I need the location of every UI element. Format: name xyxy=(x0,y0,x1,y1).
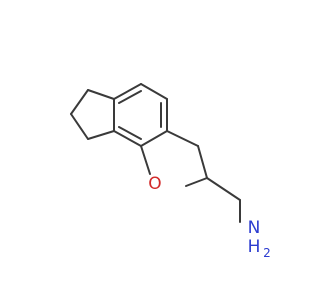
bond-ar1-ar2-inner xyxy=(118,90,142,104)
molecule-structure-diagram: O N H 2 xyxy=(70,83,271,260)
oxygen-label: O xyxy=(148,174,161,194)
bond-c6-c7 xyxy=(70,113,89,140)
bond-c4-c5 xyxy=(87,89,115,100)
amine-group: N H 2 xyxy=(248,218,271,260)
hydrogen-count-subscript: 2 xyxy=(263,246,271,260)
bond-ar2-ar3 xyxy=(140,83,168,100)
bond-ar1-ar2 xyxy=(113,83,142,100)
benzene-ring xyxy=(113,83,168,147)
bond-ar5-ar6 xyxy=(113,130,142,147)
bond-ar5-ar6-inner xyxy=(118,126,142,140)
dihydrofuran-ring xyxy=(140,130,208,187)
bond-ch-o xyxy=(185,177,208,187)
bond-ch2-ch xyxy=(197,145,208,179)
bond-ar4-ch2 xyxy=(166,130,199,147)
bond-ch-ch2n xyxy=(206,177,241,201)
nitrogen-label: N xyxy=(248,218,261,238)
bond-c5-c6 xyxy=(70,89,89,115)
hydrogen-label: H xyxy=(248,237,261,257)
aminomethyl-side-chain xyxy=(206,177,241,223)
bond-o-ar5 xyxy=(140,145,151,175)
cyclopentane-ring xyxy=(70,89,115,140)
bond-ar4-ar5 xyxy=(140,130,168,147)
oxygen-atom: O xyxy=(148,174,161,194)
bond-c7-c8 xyxy=(87,130,115,140)
